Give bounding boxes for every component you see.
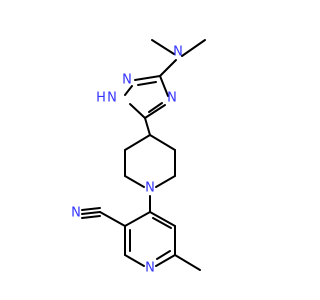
bond-n2-n1	[124, 85, 133, 96]
bond-c5-pip-c4	[144, 117, 151, 136]
bond-n1-c5	[129, 103, 146, 119]
bond-c5-n4	[144, 104, 166, 119]
bond-c3-n2-inner	[137, 81, 157, 86]
bond-pip-c2-n	[155, 175, 176, 188]
bond-py-c6-n-inner	[156, 250, 171, 260]
bond-nitrile-1	[81, 211, 101, 215]
pyridine-n-label: N	[145, 261, 155, 276]
amine-n-label: N	[173, 45, 183, 60]
bond-py-c3-cn	[99, 211, 126, 227]
bond-c5-n4-inner	[148, 102, 163, 113]
triazole-n1-label: N	[107, 91, 117, 106]
piperidine-n-label: N	[145, 181, 155, 196]
molecule-structure: N N H N N N N N	[71, 39, 206, 276]
triazole-n2-label: N	[122, 73, 132, 88]
bond-n4-c3	[159, 75, 169, 97]
triazole-n4-label: N	[167, 91, 177, 106]
bond-py-c3-c4	[124, 211, 151, 227]
bond-pip-n-c6	[124, 175, 145, 188]
bond-py-n-c2	[124, 254, 145, 267]
bond-py-c4-c5	[149, 211, 176, 227]
bond-py-c6-n	[155, 254, 176, 267]
bond-c3-n2	[134, 75, 161, 81]
bond-pip-c5-c4	[124, 134, 151, 151]
bond-methyl-1	[151, 39, 175, 55]
bond-py-c4-c5-inner	[152, 217, 172, 229]
bond-methyl-2	[181, 39, 206, 57]
bond-pip-c4-c3	[149, 134, 176, 151]
bond-py-methyl	[174, 254, 201, 271]
bond-nitrile-3	[81, 215, 101, 219]
atom-labels: N N H N N N N N	[71, 45, 183, 276]
bonds	[81, 39, 206, 271]
triazole-nh-h-label: H	[96, 91, 106, 106]
bond-nitrile-2	[81, 207, 101, 211]
nitrile-n-label: N	[71, 206, 81, 221]
bond-amine-c3	[159, 59, 177, 77]
